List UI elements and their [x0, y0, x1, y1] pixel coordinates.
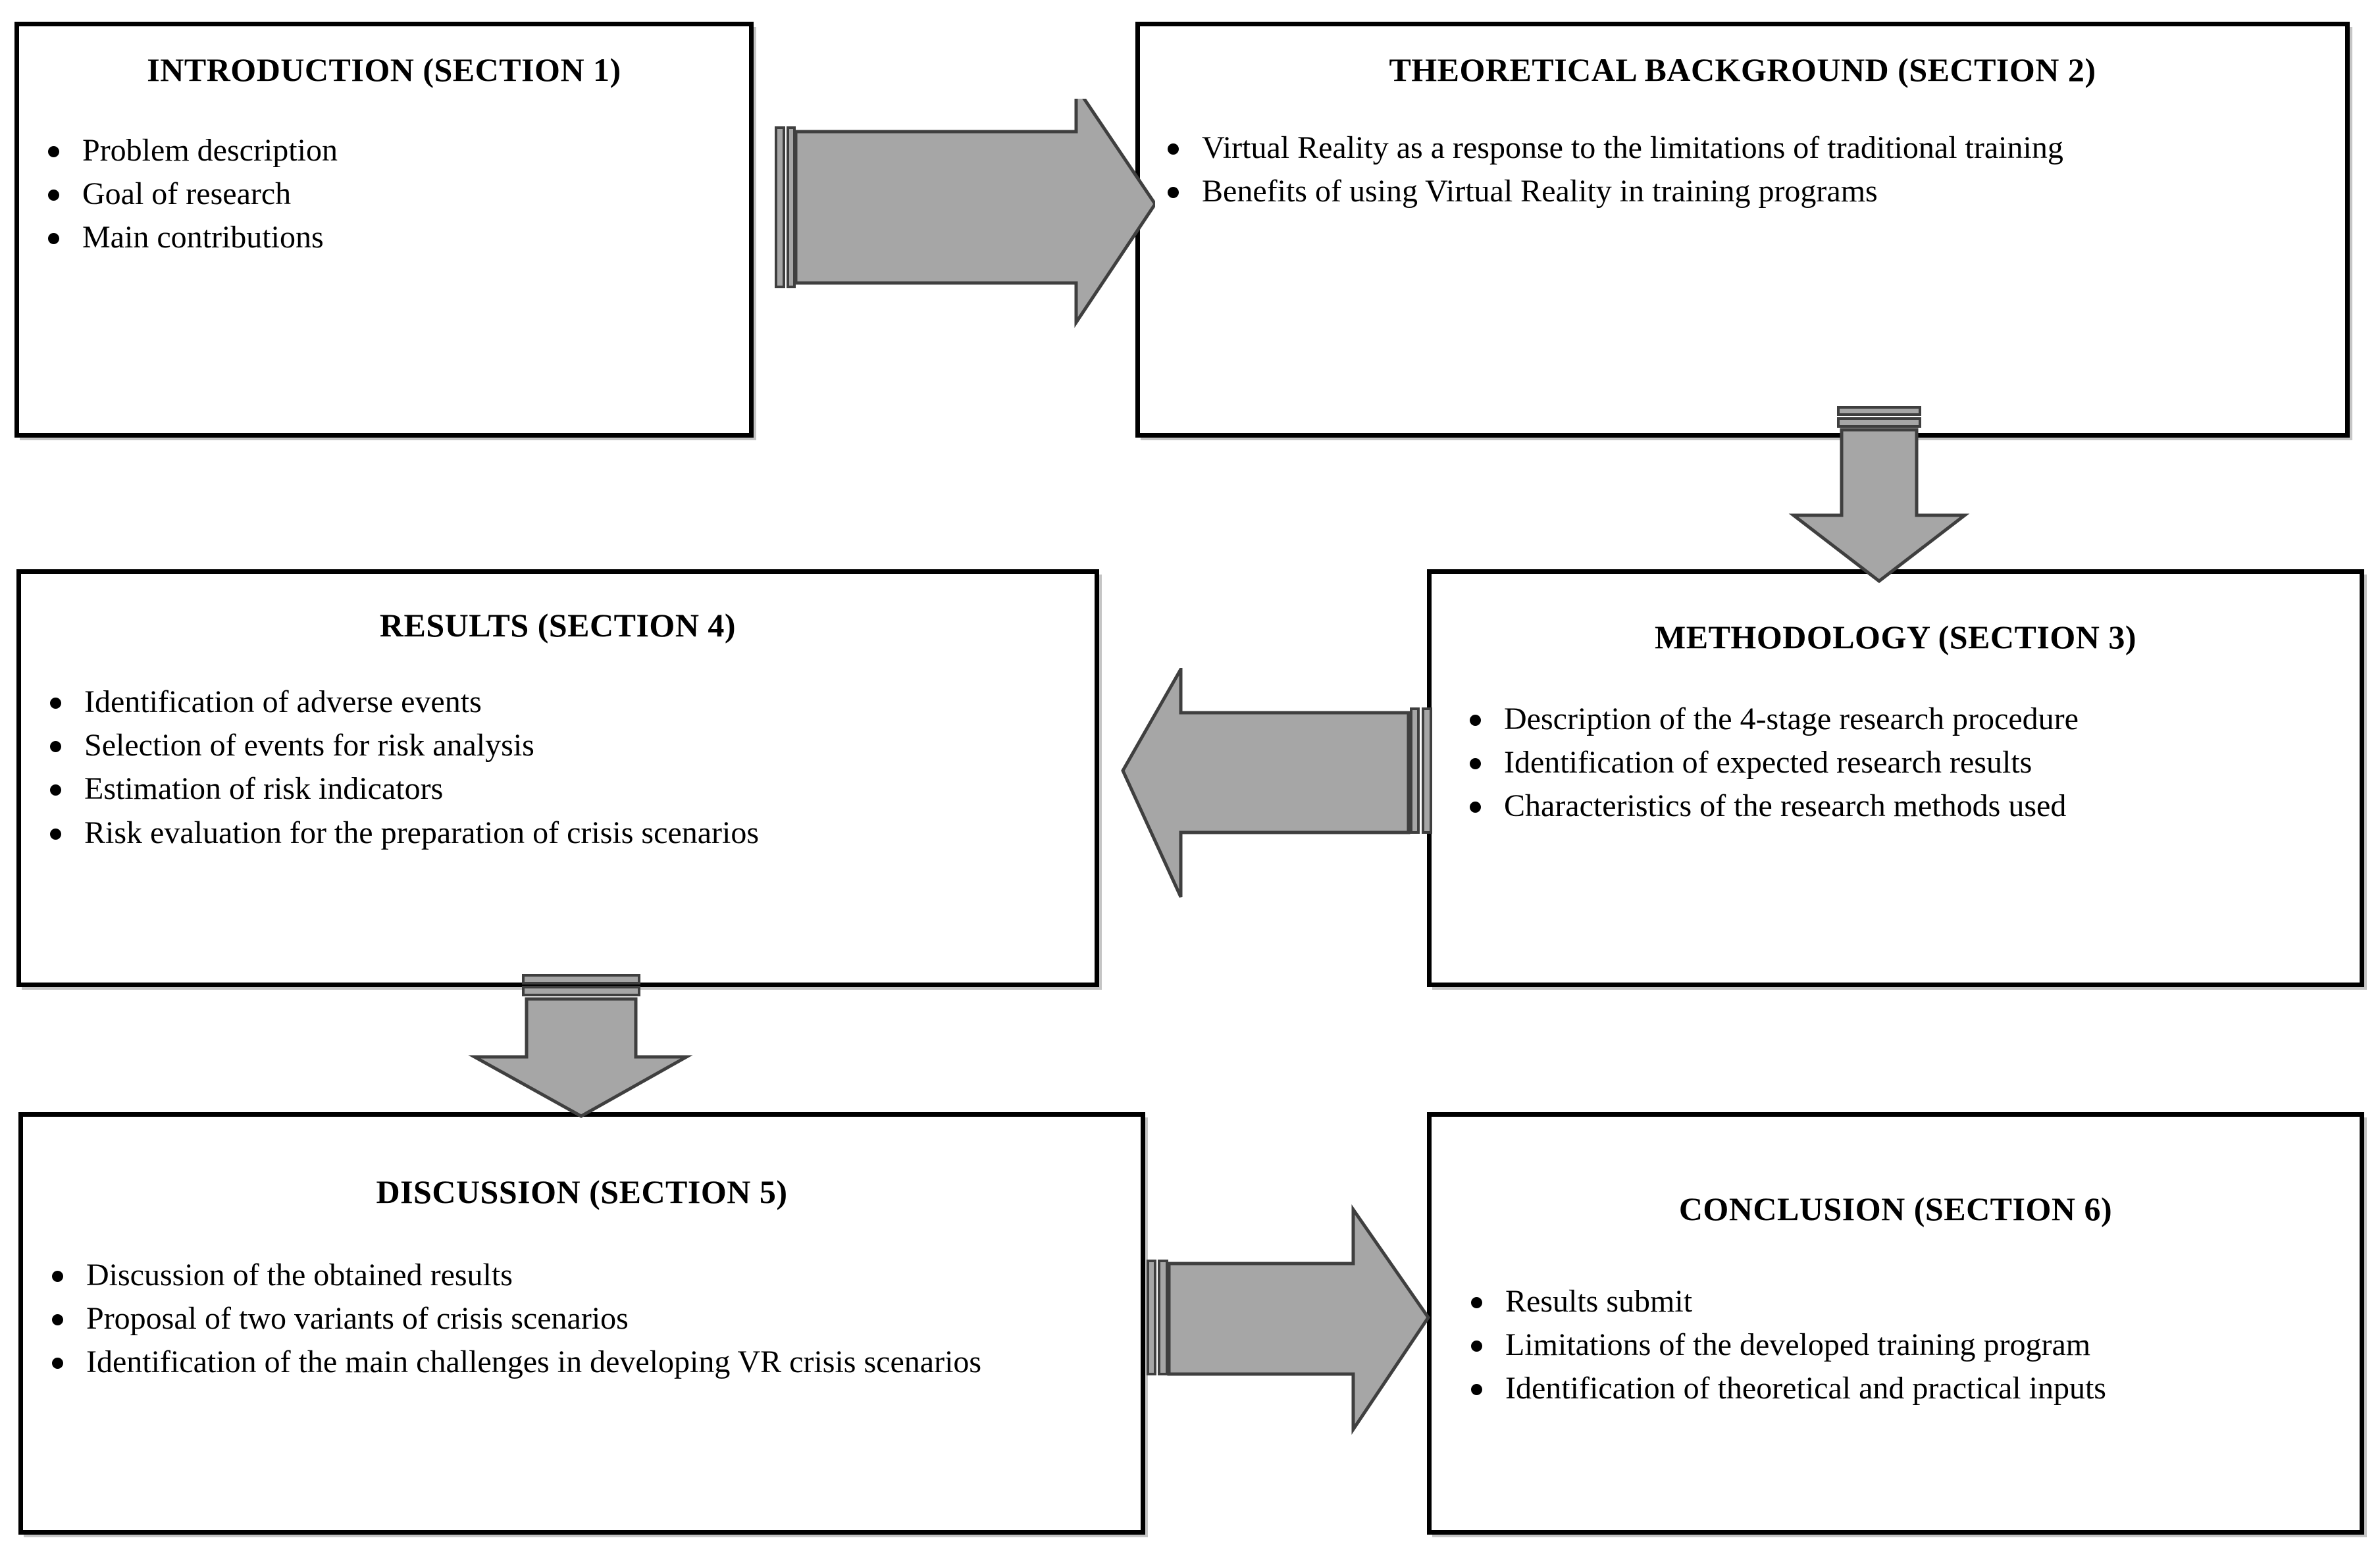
list-item: Main contributions — [34, 217, 749, 258]
list-item: Virtual Reality as a response to the lim… — [1153, 128, 2345, 168]
list-item: Risk evaluation for the preparation of c… — [36, 813, 1095, 854]
node-results[interactable]: RESULTS (SECTION 4) Identification of ad… — [16, 569, 1099, 987]
node-methodology-bullets: Description of the 4-stage research proc… — [1455, 699, 2360, 827]
list-item: Identification of theoretical and practi… — [1457, 1368, 2360, 1409]
list-item: Limitations of the developed training pr… — [1457, 1325, 2360, 1366]
node-discussion[interactable]: DISCUSSION (SECTION 5) Discussion of the… — [18, 1112, 1145, 1535]
list-item: Identification of expected research resu… — [1455, 742, 2360, 783]
list-item: Selection of events for risk analysis — [36, 725, 1095, 766]
arrow-down-icon-theory-to-methodology — [1747, 405, 2011, 596]
arrow-down-icon-results-to-discussion — [451, 973, 714, 1124]
node-conclusion[interactable]: CONCLUSION (SECTION 6) Results submit Li… — [1427, 1112, 2364, 1535]
node-introduction[interactable]: INTRODUCTION (SECTION 1) Problem descrip… — [14, 22, 754, 438]
arrow-right-icon-intro-to-theory — [773, 99, 1155, 329]
list-item: Discussion of the obtained results — [38, 1255, 1141, 1296]
node-introduction-bullets: Problem description Goal of research Mai… — [34, 130, 749, 259]
list-item: Goal of research — [34, 174, 749, 215]
node-theoretical-background-title: THEORETICAL BACKGROUND (SECTION 2) — [1389, 51, 2096, 88]
node-theoretical-background[interactable]: THEORETICAL BACKGROUND (SECTION 2) Virtu… — [1135, 22, 2350, 438]
list-item: Characteristics of the research methods … — [1455, 786, 2360, 827]
node-methodology-title: METHODOLOGY (SECTION 3) — [1655, 619, 2136, 655]
node-results-bullets: Identification of adverse events Selecti… — [36, 682, 1095, 854]
list-item: Identification of the main challenges in… — [38, 1342, 1141, 1383]
node-methodology[interactable]: METHODOLOGY (SECTION 3) Description of t… — [1427, 569, 2364, 987]
node-conclusion-bullets: Results submit Limitations of the develo… — [1457, 1281, 2360, 1410]
list-item: Results submit — [1457, 1281, 2360, 1322]
node-conclusion-title: CONCLUSION (SECTION 6) — [1678, 1190, 2113, 1227]
list-item: Problem description — [34, 130, 749, 171]
list-item: Description of the 4-stage research proc… — [1455, 699, 2360, 740]
node-discussion-title: DISCUSSION (SECTION 5) — [376, 1173, 788, 1210]
node-results-title: RESULTS (SECTION 4) — [379, 607, 737, 644]
list-item: Identification of adverse events — [36, 682, 1095, 723]
node-theoretical-background-bullets: Virtual Reality as a response to the lim… — [1153, 128, 2345, 213]
node-introduction-title: INTRODUCTION (SECTION 1) — [147, 51, 621, 88]
list-item: Estimation of risk indicators — [36, 769, 1095, 809]
list-item: Benefits of using Virtual Reality in tra… — [1153, 171, 2345, 212]
node-discussion-bullets: Discussion of the obtained results Propo… — [38, 1255, 1141, 1383]
arrow-right-icon-discussion-to-conclusion — [1145, 1204, 1435, 1435]
list-item: Proposal of two variants of crisis scena… — [38, 1298, 1141, 1339]
arrow-left-icon-methodology-to-results — [1119, 668, 1435, 905]
